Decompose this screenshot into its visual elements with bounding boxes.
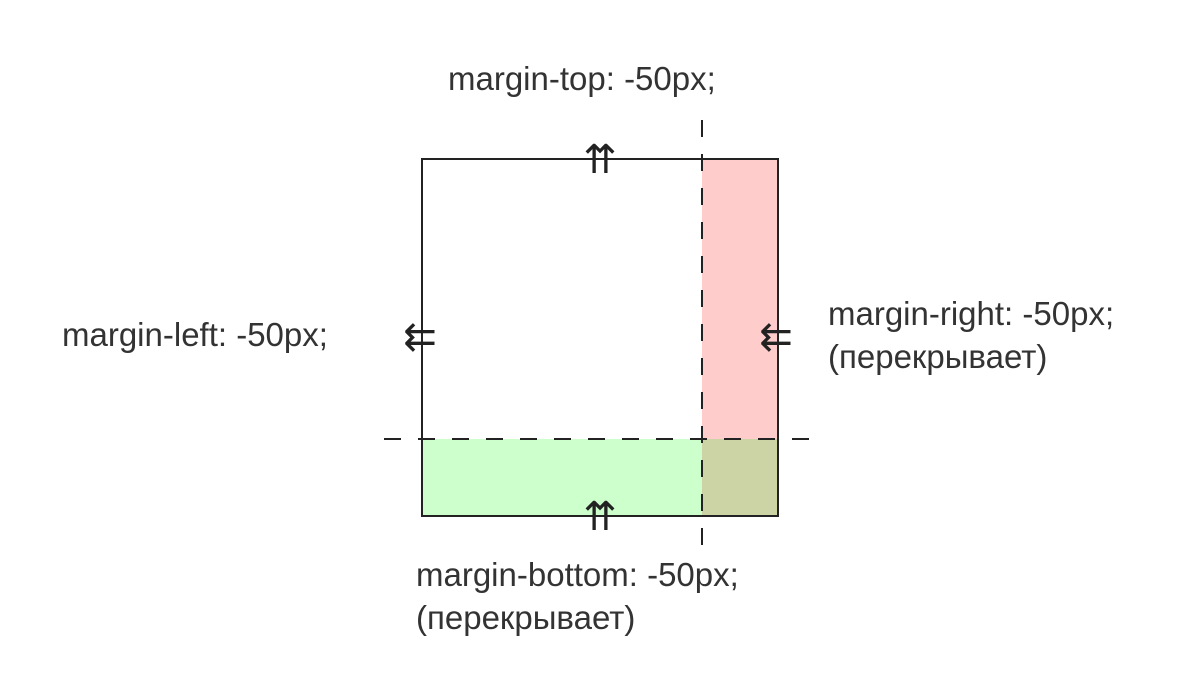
margin-right-label-group: margin-right: -50px; (перекрывает) (828, 292, 1114, 378)
bottom-overlap-area (422, 439, 702, 516)
margin-left-label: margin-left: -50px; (62, 316, 328, 353)
margin-top-label: margin-top: -50px; (448, 60, 716, 97)
arrow-up-top-icon: ⇈ (583, 137, 617, 183)
corner-overlap-area (702, 439, 778, 516)
arrow-left-right-icon: ⇇ (759, 314, 793, 360)
arrow-up-bottom-icon: ⇈ (583, 494, 617, 540)
right-overlap-area (702, 159, 778, 439)
margin-right-label: margin-right: -50px; (828, 295, 1115, 332)
margin-bottom-label: margin-bottom: -50px; (416, 556, 739, 593)
margin-bottom-label-group: margin-bottom: -50px; (перекрывает) (416, 553, 739, 639)
arrow-left-left-icon: ⇇ (403, 314, 437, 360)
margin-right-note: (перекрывает) (828, 338, 1048, 375)
margin-bottom-note: (перекрывает) (416, 599, 636, 636)
element-box (421, 158, 779, 517)
